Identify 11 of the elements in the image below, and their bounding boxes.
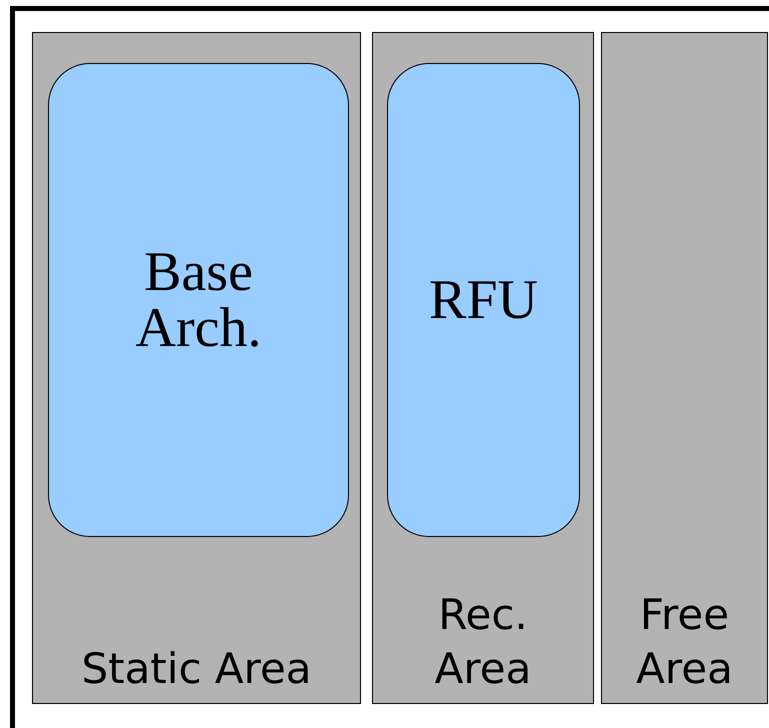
area-label: Static Area — [80, 643, 313, 696]
module-block — [387, 63, 580, 537]
module-block — [48, 63, 349, 537]
block-label: Base Arch. — [134, 244, 262, 356]
block-label: RFU — [428, 272, 539, 328]
area-panel — [372, 32, 594, 704]
area-label: Free Area — [635, 588, 734, 696]
area-panel — [601, 32, 768, 704]
frame-outline — [10, 6, 769, 728]
area-label: Rec. Area — [434, 588, 532, 696]
area-panel — [32, 32, 361, 704]
